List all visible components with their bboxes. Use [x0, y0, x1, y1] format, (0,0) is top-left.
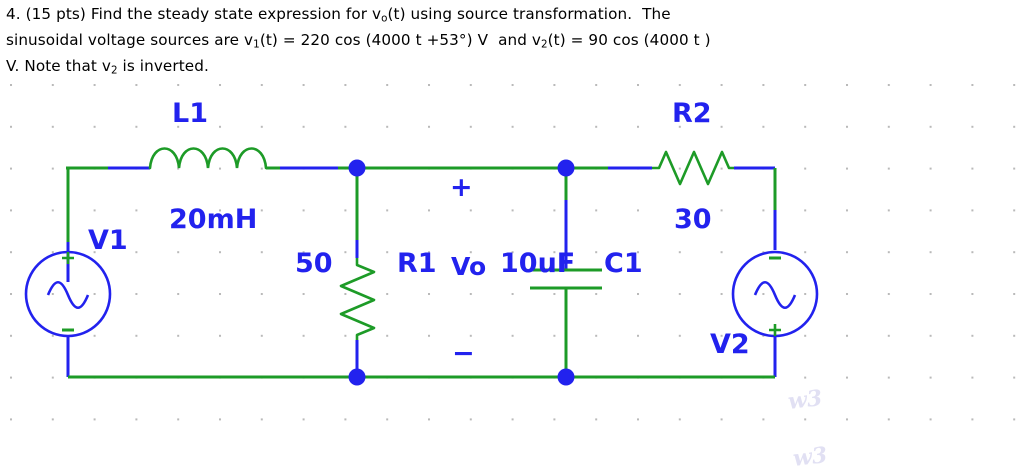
problem-statement: 4. (15 pts) Find the steady state expres…	[6, 4, 1020, 81]
resistor-r2-symbol	[652, 150, 736, 186]
problem-line-3-subscript: 2	[110, 63, 118, 76]
circuit-schematic: L1 20mH V1 50 R1 Vo 10uF C1 R2 30 V2 + −…	[0, 82, 1024, 472]
problem-line-3-part-b: is inverted.	[117, 56, 209, 75]
problem-line-1-subscript: o	[381, 12, 388, 25]
schematic-grid	[0, 82, 1024, 431]
wire-r2-to-right-corner	[734, 166, 777, 250]
resistor-r1-branch	[339, 168, 376, 377]
junction-dot-node-b-bottom	[557, 368, 575, 386]
inductor-symbol	[148, 147, 282, 170]
problem-line-3-part-a: V. Note that v	[6, 56, 111, 75]
schematic-wires	[24, 147, 819, 386]
problem-line-2-part-d: (t) = 90 cos (4000 t )	[547, 30, 711, 49]
v1-plus-marker	[62, 252, 74, 264]
junction-dot-node-a-top	[348, 159, 366, 177]
problem-line-1-part-c: The	[642, 5, 671, 23]
screenshot-root: 4. (15 pts) Find the steady state expres…	[0, 4, 1024, 472]
capacitor-c1-branch	[530, 168, 602, 377]
problem-line-2-part-b: (t) = 220 cos (4000 t +53°) V	[259, 30, 489, 49]
voltage-source-v1-symbol	[24, 250, 112, 377]
problem-line-1-part-a: 4. (15 pts) Find the steady state expres…	[6, 5, 382, 23]
problem-line-2-part-a: sinusoidal voltage sources are v	[6, 30, 254, 49]
junction-dot-node-a-bottom	[348, 368, 366, 386]
problem-line-2-part-c: and v	[498, 30, 541, 49]
problem-line-1-part-b: (t) using source transformation.	[387, 5, 633, 23]
problem-line-2-subscript-2: 2	[540, 38, 548, 51]
problem-line-2: sinusoidal voltage sources are v1(t) = 2…	[6, 30, 1020, 56]
v2-plus-marker	[769, 324, 781, 336]
problem-line-3: V. Note that v2 is inverted.	[6, 56, 1020, 82]
watermark-lower: w3	[791, 442, 829, 472]
problem-line-1: 4. (15 pts) Find the steady state expres…	[6, 4, 1020, 30]
voltage-source-v2-symbol	[731, 250, 819, 377]
problem-line-2-subscript-1: 1	[253, 38, 260, 51]
junction-dot-node-b-top	[557, 159, 575, 177]
